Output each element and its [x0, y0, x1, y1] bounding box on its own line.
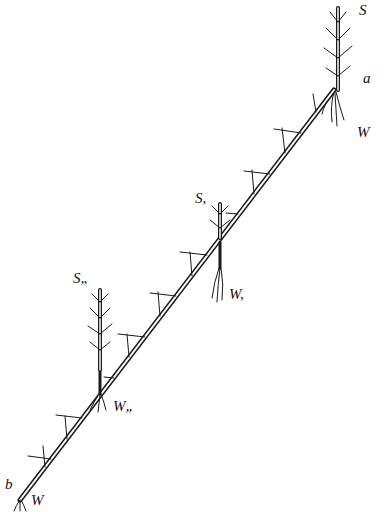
- part-label: b: [4, 476, 14, 493]
- part-label: a: [362, 70, 372, 87]
- part-label: W: [356, 124, 371, 141]
- part-label: W„: [112, 398, 135, 415]
- part-label: W,: [228, 286, 245, 303]
- part-label: W: [30, 492, 45, 509]
- part-label: S„: [72, 270, 90, 287]
- part-label: S: [358, 2, 368, 19]
- part-label: S,: [194, 190, 207, 207]
